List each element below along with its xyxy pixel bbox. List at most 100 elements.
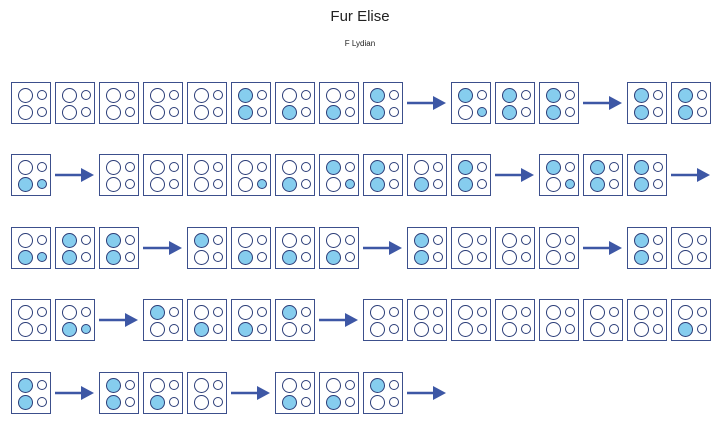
dot-bottom-right-empty (521, 252, 531, 262)
dot-top-left-empty (238, 233, 253, 248)
dot-bottom-right-empty (609, 179, 619, 189)
chord-cell (275, 227, 315, 269)
dot-bottom-right-empty (433, 252, 443, 262)
dot-bottom-left-empty (370, 322, 385, 337)
dot-bottom-left-filled (326, 395, 341, 410)
chord-cell (451, 154, 491, 196)
chord-cell (99, 227, 139, 269)
dot-bottom-right-empty (301, 107, 311, 117)
dot-bottom-right-empty (521, 324, 531, 334)
dot-bottom-right-empty (301, 179, 311, 189)
dot-top-left-filled (326, 160, 341, 175)
dot-top-left-empty (194, 305, 209, 320)
chord-cell (627, 82, 667, 124)
dot-top-left-filled (414, 233, 429, 248)
pattern-row (0, 299, 720, 343)
chord-cell (231, 154, 271, 196)
arrow-right-icon (319, 313, 358, 327)
dot-bottom-left-empty (414, 322, 429, 337)
dot-top-right-empty (433, 307, 443, 317)
chord-cell (407, 154, 447, 196)
dot-top-left-filled (370, 160, 385, 175)
dot-top-left-empty (238, 160, 253, 175)
dot-bottom-right-empty (477, 324, 487, 334)
dot-top-left-empty (106, 88, 121, 103)
dot-top-left-filled (590, 160, 605, 175)
dot-top-right-empty (213, 235, 223, 245)
dot-bottom-right-filled (477, 107, 487, 117)
dot-top-left-filled (634, 160, 649, 175)
arrow-right-icon (99, 313, 138, 327)
dot-bottom-right-empty (257, 324, 267, 334)
dot-bottom-right-empty (389, 107, 399, 117)
dot-bottom-left-filled (502, 105, 517, 120)
chord-cell (99, 372, 139, 414)
dot-top-right-empty (697, 307, 707, 317)
dot-bottom-left-empty (502, 250, 517, 265)
dot-top-left-empty (238, 305, 253, 320)
dot-top-right-empty (697, 235, 707, 245)
chord-cell (143, 82, 183, 124)
pattern-row (0, 372, 720, 416)
chord-cell (11, 299, 51, 341)
dot-bottom-left-filled (546, 105, 561, 120)
dot-bottom-right-filled (37, 252, 47, 262)
dot-bottom-left-filled (414, 250, 429, 265)
dot-bottom-right-empty (565, 252, 575, 262)
page-title: Fur Elise (330, 8, 390, 25)
dot-top-right-empty (389, 307, 399, 317)
dot-top-left-empty (414, 160, 429, 175)
dot-bottom-left-filled (634, 177, 649, 192)
dot-top-left-empty (678, 233, 693, 248)
dot-bottom-left-filled (18, 250, 33, 265)
chord-cell (55, 299, 95, 341)
dot-top-left-filled (106, 233, 121, 248)
dot-top-right-empty (37, 235, 47, 245)
chord-cell (539, 82, 579, 124)
dot-top-right-empty (521, 235, 531, 245)
dot-bottom-left-empty (458, 250, 473, 265)
dot-top-right-empty (257, 90, 267, 100)
dot-top-right-empty (609, 307, 619, 317)
chord-cell (143, 299, 183, 341)
dot-bottom-right-empty (257, 107, 267, 117)
dot-bottom-left-filled (634, 105, 649, 120)
dot-bottom-left-empty (590, 322, 605, 337)
dot-top-left-empty (414, 305, 429, 320)
dot-top-left-empty (18, 88, 33, 103)
dot-bottom-right-empty (213, 107, 223, 117)
dot-bottom-right-empty (301, 397, 311, 407)
dot-bottom-right-empty (169, 107, 179, 117)
dot-bottom-left-filled (194, 322, 209, 337)
pattern-row (0, 82, 720, 126)
dot-top-right-empty (653, 307, 663, 317)
dot-bottom-right-empty (389, 324, 399, 334)
chord-cell (11, 227, 51, 269)
dot-top-right-empty (37, 307, 47, 317)
dot-bottom-left-filled (458, 177, 473, 192)
dot-bottom-right-empty (169, 397, 179, 407)
dot-bottom-left-filled (678, 322, 693, 337)
dot-top-right-empty (257, 307, 267, 317)
dot-top-right-empty (565, 162, 575, 172)
chord-cell (363, 299, 403, 341)
dot-top-right-empty (609, 162, 619, 172)
dot-top-right-empty (213, 162, 223, 172)
dot-bottom-right-filled (565, 179, 575, 189)
dot-bottom-right-empty (81, 252, 91, 262)
dot-bottom-left-empty (238, 177, 253, 192)
dot-top-right-empty (477, 90, 487, 100)
dot-top-right-empty (345, 90, 355, 100)
dot-top-left-filled (546, 88, 561, 103)
dot-bottom-left-filled (590, 177, 605, 192)
dot-top-right-empty (301, 307, 311, 317)
dot-bottom-right-empty (37, 107, 47, 117)
dot-bottom-right-empty (213, 324, 223, 334)
dot-top-right-empty (213, 90, 223, 100)
chord-cell (231, 227, 271, 269)
dot-top-right-empty (37, 162, 47, 172)
arrow-right-icon (231, 386, 270, 400)
dot-top-right-empty (433, 235, 443, 245)
dot-top-right-empty (125, 235, 135, 245)
dot-bottom-left-empty (106, 105, 121, 120)
